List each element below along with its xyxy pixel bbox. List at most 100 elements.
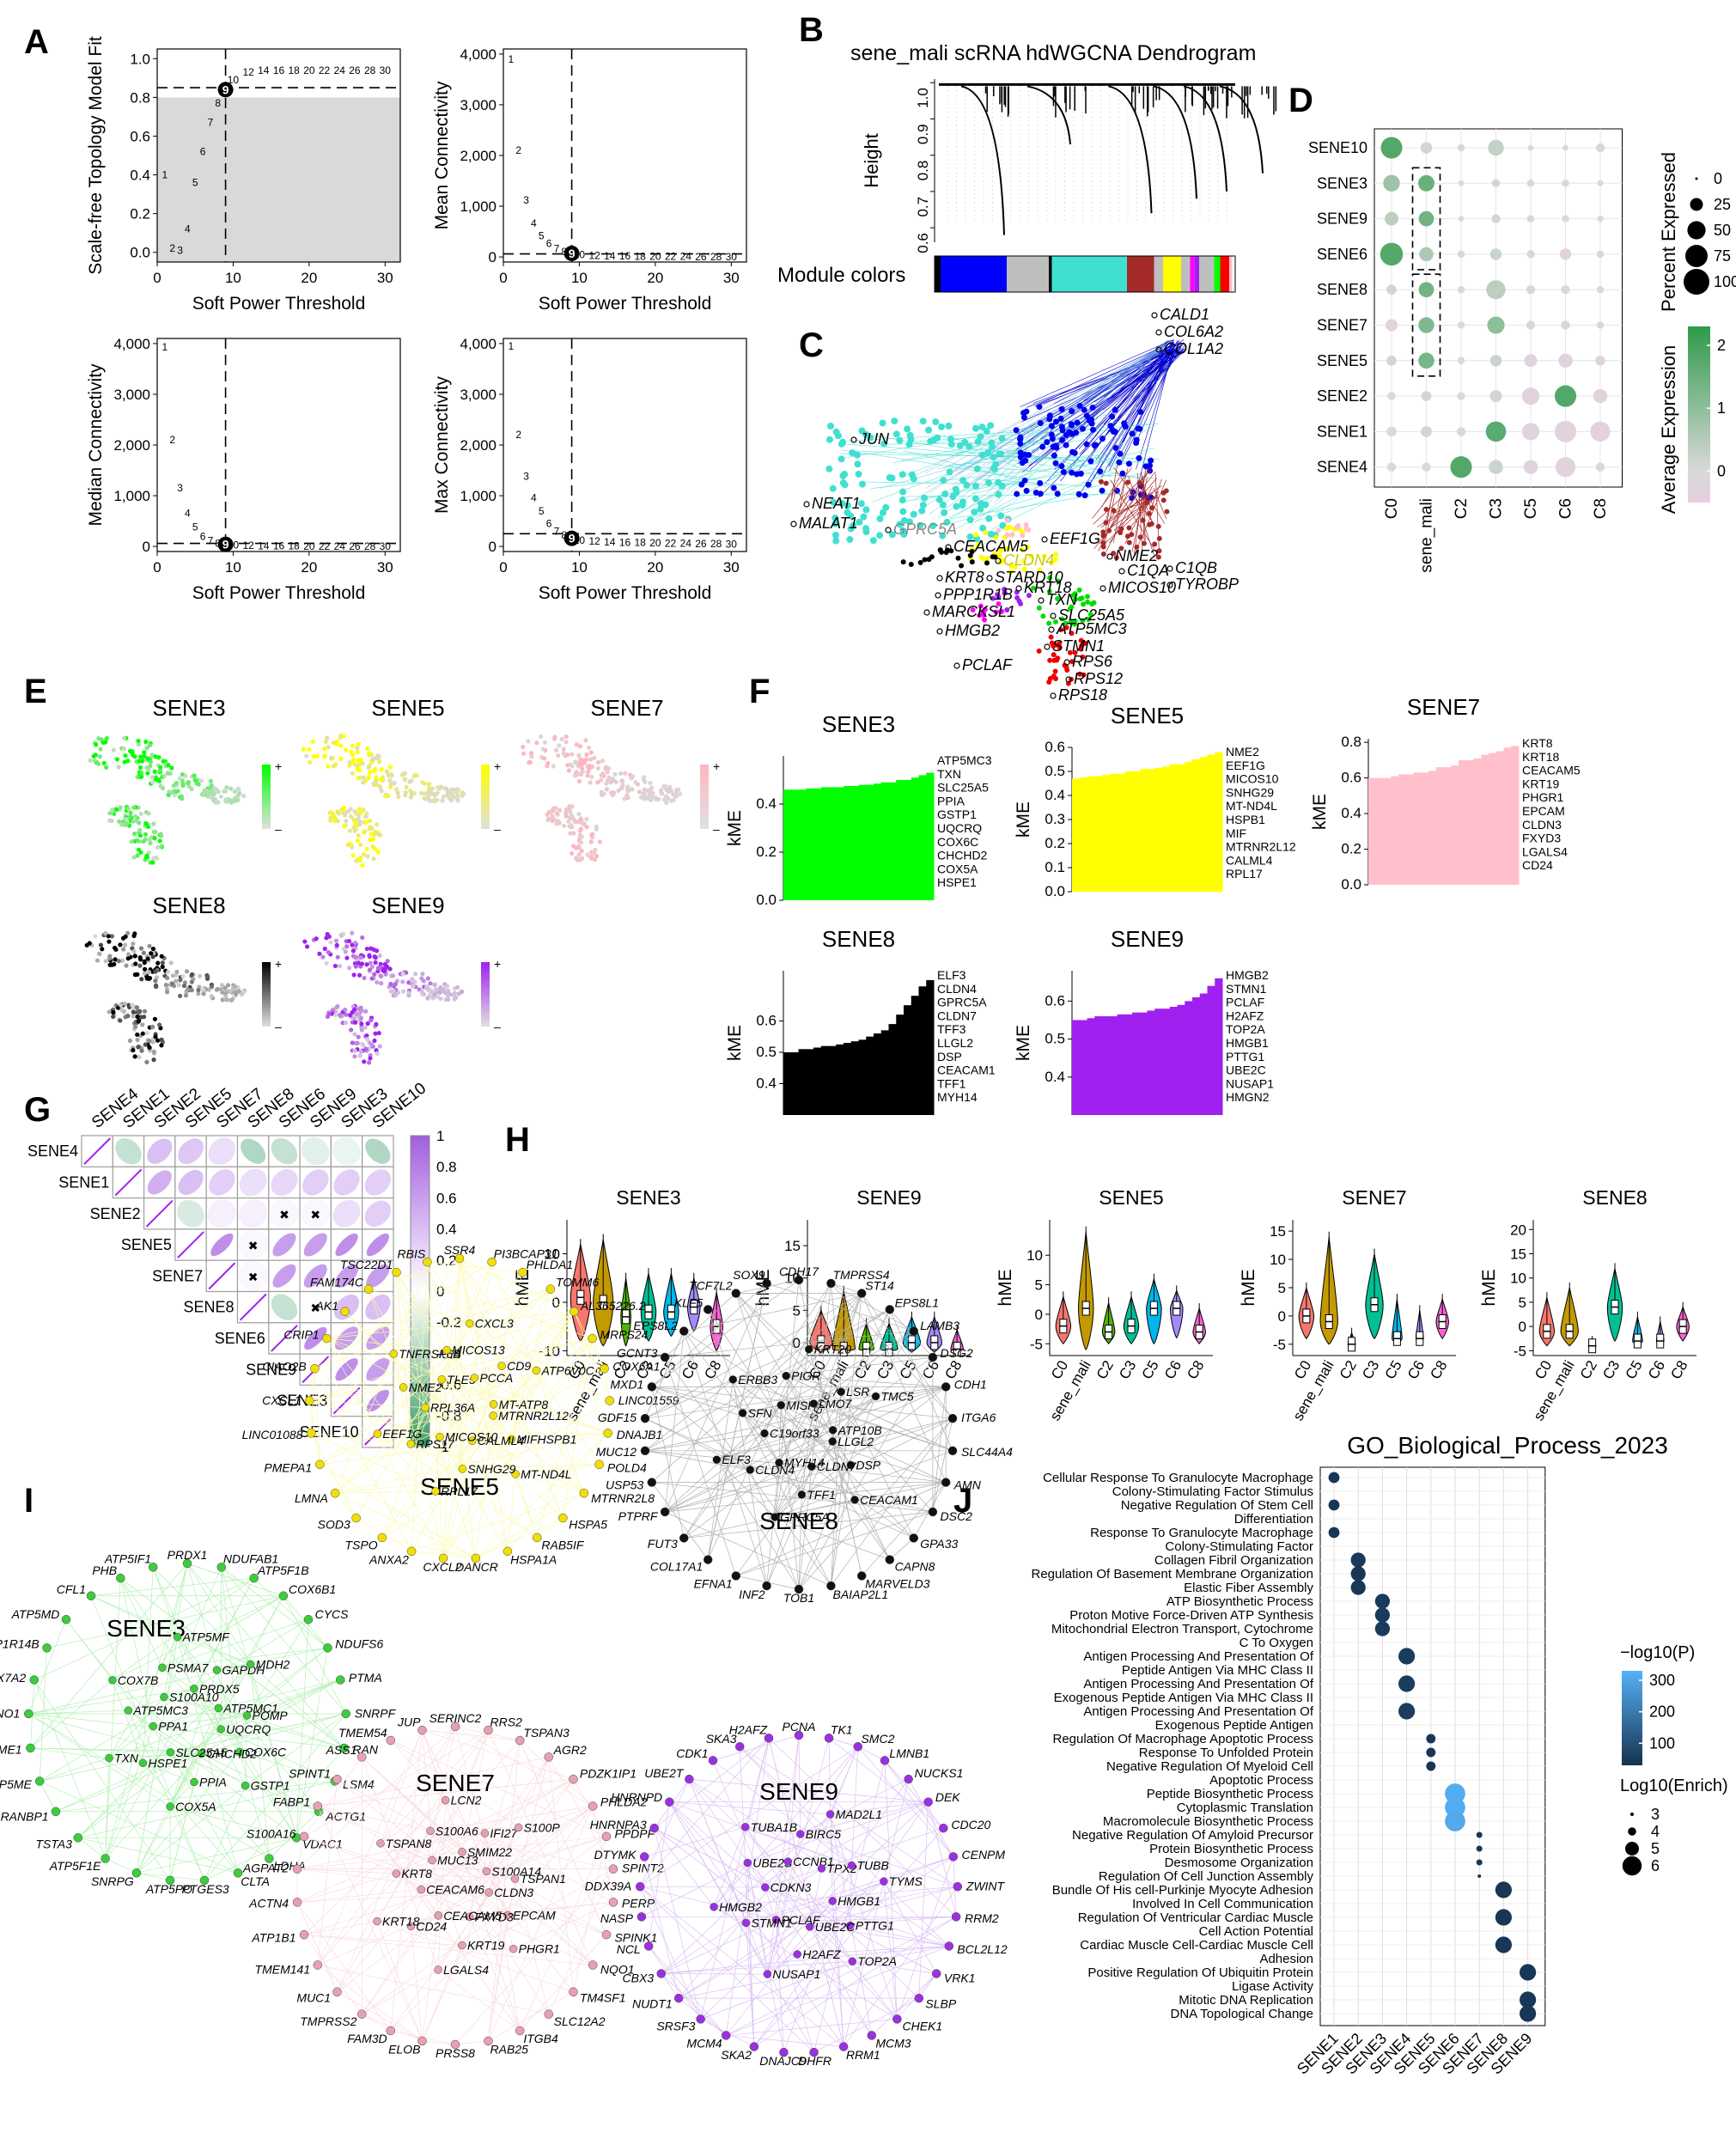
umap-cell — [368, 1056, 373, 1061]
kme-gene-label: FXYD3 — [1522, 832, 1561, 845]
panel-letter-d: D — [1288, 82, 1313, 119]
go-dot — [1495, 1881, 1512, 1898]
module-gene-label: HSPE1 — [148, 1756, 187, 1770]
network-node-turquoise — [856, 518, 863, 526]
module-hub-node — [34, 1776, 45, 1786]
module-edge — [661, 1960, 853, 1974]
network-edge-brown — [1136, 485, 1153, 516]
module-gene-label: ENO1 — [0, 1706, 20, 1720]
umap-cell — [157, 768, 162, 773]
umap-cell — [141, 1015, 147, 1020]
kme-bar — [1192, 996, 1201, 1115]
go-dot — [1426, 1747, 1436, 1758]
umap-cell — [163, 983, 168, 988]
umap-cell — [112, 961, 117, 967]
umap-cell — [136, 847, 142, 852]
module-gene-label: COX7B — [118, 1673, 158, 1687]
selected-power-label: 9 — [222, 82, 229, 96]
umap-cell — [333, 938, 339, 943]
network-node — [1055, 595, 1061, 601]
xtick-label: 30 — [377, 559, 393, 576]
network-node-blue — [1017, 441, 1024, 448]
network-node-turquoise — [825, 436, 833, 443]
umap-cell — [304, 944, 310, 949]
umap-cell — [449, 787, 455, 792]
umap-cell — [610, 776, 616, 782]
umap-cell — [126, 952, 131, 957]
kme-gene-label: LLGL2 — [937, 1036, 973, 1050]
ytick-label: 1,000 — [113, 488, 150, 504]
network-edge-turquoise — [991, 450, 1149, 530]
kme-bar — [1072, 778, 1081, 892]
module-hub-node — [363, 1284, 374, 1294]
network-edge-brown — [1104, 484, 1116, 526]
violin-title: SENE9 — [856, 1186, 921, 1209]
corr-nonsig-mark: ✖ — [248, 1239, 259, 1252]
umap-cell — [137, 1009, 143, 1014]
module-hub-node — [825, 1810, 835, 1819]
module-dot — [1487, 316, 1505, 334]
module-gene-label: MCM3 — [875, 2036, 911, 2050]
network-node-brown — [1118, 545, 1124, 552]
network-node-brown — [1126, 539, 1132, 545]
umap-cell — [355, 838, 360, 844]
corr-ellipse — [302, 1137, 330, 1166]
network-node-turquoise — [935, 496, 943, 503]
violin-category-label: C5 — [1139, 1358, 1162, 1382]
module-hub-node — [804, 1344, 813, 1354]
module-edge — [163, 1697, 247, 1716]
umap-cell — [384, 769, 389, 774]
network-edge-turquoise — [846, 430, 1047, 442]
network-node-blue — [1147, 467, 1154, 474]
umap-cell — [335, 954, 340, 960]
network-node — [1046, 588, 1052, 594]
network-node — [1049, 560, 1055, 566]
kme-gene-label: CD24 — [1522, 858, 1553, 872]
ytick-label: 10 — [1270, 1252, 1286, 1268]
umap-cell — [570, 764, 575, 769]
go-term-label: Cytoplasmic Translation — [1177, 1801, 1313, 1815]
network-node-blue — [1069, 448, 1076, 455]
umap-cell — [374, 1021, 379, 1027]
umap-cell — [579, 771, 584, 776]
umap-cell — [578, 840, 584, 845]
umap-cell — [343, 1021, 349, 1026]
network-edge-blue — [1093, 348, 1182, 450]
kme-bar — [918, 986, 927, 1115]
umap-cell — [180, 973, 186, 979]
module-hub-node — [305, 1396, 314, 1405]
power-point-label: 18 — [635, 250, 647, 262]
ytick-label: 3,000 — [460, 387, 496, 403]
network-edge-turquoise — [985, 421, 1046, 509]
network-node — [1063, 620, 1069, 626]
umap-cell — [556, 753, 561, 759]
network-node — [967, 552, 973, 558]
module-gene-label: NUDT1 — [632, 1997, 673, 2011]
power-point-label: 26 — [695, 251, 707, 263]
module-gene-label: MUC1 — [296, 1990, 331, 2004]
corr-ellipse — [366, 1264, 390, 1288]
network-edge-brown — [1113, 467, 1154, 523]
ytick-label: 4,000 — [113, 336, 150, 352]
module-hub-node — [685, 1774, 694, 1784]
go-dot — [1374, 1594, 1391, 1609]
network-edge-turquoise — [923, 455, 1107, 501]
umap-cell — [97, 951, 102, 957]
power-point-label: 28 — [364, 64, 376, 76]
network-node-blue — [1109, 413, 1116, 420]
network-node-blue — [1117, 450, 1124, 457]
kme-bar — [866, 784, 874, 900]
gene-node — [1099, 585, 1106, 592]
umap-cell — [357, 856, 362, 862]
umap-cell — [149, 775, 155, 780]
module-hub-node — [51, 1807, 61, 1817]
go-dot — [1374, 1607, 1391, 1623]
module-hub-node — [482, 1867, 491, 1876]
module-gene-label: ACTN4 — [248, 1896, 289, 1910]
kme-gene-label: PHGR1 — [1522, 790, 1563, 804]
go-size-legend-dot — [1630, 1813, 1634, 1816]
module-hub-node — [216, 1725, 225, 1734]
corr-ellipse — [239, 1199, 268, 1228]
